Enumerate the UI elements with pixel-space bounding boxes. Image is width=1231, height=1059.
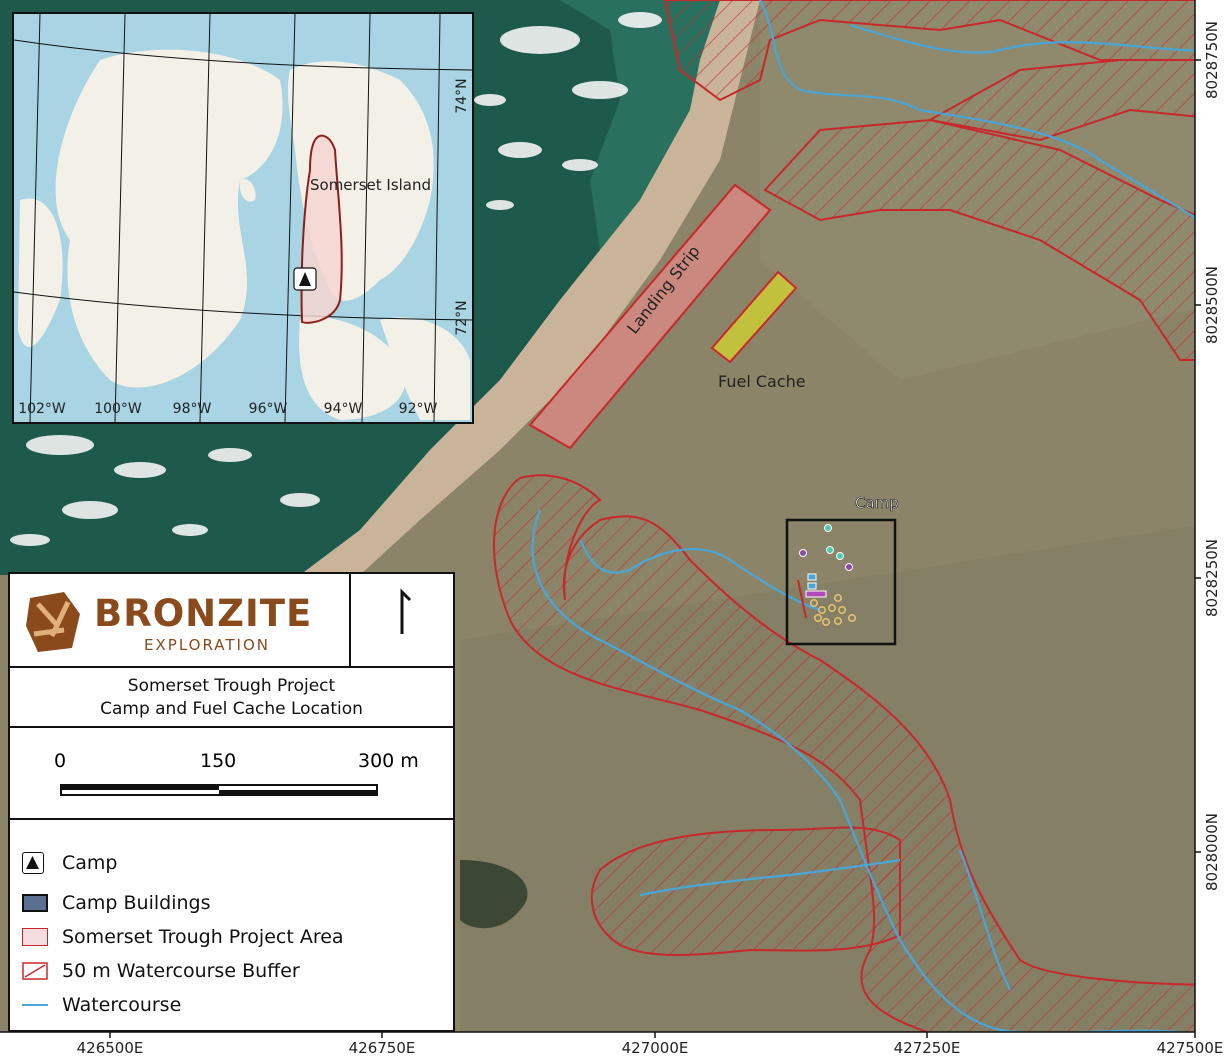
camp-extent-box bbox=[785, 518, 897, 646]
camp-building bbox=[807, 582, 817, 590]
scale-tick-label: 150 bbox=[200, 750, 237, 772]
camp-building bbox=[807, 573, 817, 581]
legend-label: Watercourse bbox=[62, 994, 182, 1016]
logo-divider bbox=[349, 574, 351, 668]
easting-label: 426500E bbox=[77, 1039, 144, 1057]
inset-lon-label: 94°W bbox=[324, 401, 363, 417]
bronzite-logo-icon bbox=[26, 592, 80, 652]
northing-label: 8028250N bbox=[1203, 539, 1221, 617]
inset-lat-label: 72°N bbox=[454, 300, 470, 335]
map-title-line2: Camp and Fuel Cache Location bbox=[100, 699, 363, 719]
legend-label: 50 m Watercourse Buffer bbox=[62, 960, 300, 982]
map-title-line1: Somerset Trough Project bbox=[127, 676, 336, 696]
landing-strip-area bbox=[528, 183, 772, 450]
easting-label: 427500E bbox=[1157, 1039, 1224, 1057]
buffer-swatch bbox=[22, 962, 48, 980]
inset-island-label: Somerset Island bbox=[310, 176, 431, 194]
camp-buildings-swatch bbox=[22, 894, 48, 912]
easting-label: 426750E bbox=[349, 1039, 416, 1057]
camp-building bbox=[824, 524, 832, 532]
camp-building bbox=[826, 546, 834, 554]
inset-lon-label: 100°W bbox=[94, 401, 142, 417]
northing-label: 8028500N bbox=[1203, 266, 1221, 344]
logo-wordmark: BRONZITE bbox=[94, 592, 313, 635]
inset-lon-label: 96°W bbox=[249, 401, 288, 417]
camp-area: Camp bbox=[785, 494, 899, 646]
watercourse-swatch bbox=[22, 996, 48, 1014]
legend-label: Somerset Trough Project Area bbox=[62, 926, 344, 948]
watercourse-buffer bbox=[493, 0, 1231, 1059]
camp-building bbox=[799, 549, 807, 557]
northing-label: 8028750N bbox=[1203, 21, 1221, 99]
logo-subtext: EXPLORATION bbox=[144, 636, 270, 654]
scale-tick-label: 0 bbox=[54, 750, 67, 772]
scale-bar-panel: 0 150 300 m bbox=[8, 726, 455, 820]
legend-label: Camp Buildings bbox=[62, 892, 211, 914]
camp-building bbox=[845, 563, 853, 571]
legend-panel: Camp Camp Buildings Somerset Trough Proj… bbox=[8, 818, 455, 1032]
legend-item-buffer: 50 m Watercourse Buffer bbox=[22, 960, 300, 982]
fuel-cache-label: Fuel Cache bbox=[718, 372, 806, 391]
legend-item-camp-buildings: Camp Buildings bbox=[22, 892, 211, 914]
legend-item-watercourse: Watercourse bbox=[22, 994, 181, 1016]
camp-building bbox=[836, 552, 844, 560]
scale-tick-label: 300 m bbox=[358, 750, 419, 772]
title-panel: Somerset Trough Project Camp and Fuel Ca… bbox=[8, 666, 455, 728]
inset-lon-label: 98°W bbox=[173, 401, 212, 417]
camp-building bbox=[805, 590, 827, 598]
northing-label: 8028000N bbox=[1203, 813, 1221, 891]
legend-item-camp: Camp bbox=[22, 852, 117, 874]
easting-label: 427000E bbox=[622, 1039, 689, 1057]
logo-panel: BRONZITE EXPLORATION bbox=[8, 572, 455, 668]
fuel-cache-area bbox=[710, 270, 798, 364]
project-area-swatch bbox=[22, 928, 48, 946]
camp-symbol-icon bbox=[22, 852, 44, 874]
legend-label: Camp bbox=[62, 852, 118, 874]
inset-lat-label: 74°N bbox=[454, 78, 470, 113]
easting-label: 427250E bbox=[894, 1039, 961, 1057]
inset-map: Somerset Island 74°N 72°N 102°W 100°W 98… bbox=[12, 12, 474, 424]
inset-lon-label: 92°W bbox=[399, 401, 438, 417]
inset-lon-label: 102°W bbox=[18, 401, 66, 417]
legend-item-project-area: Somerset Trough Project Area bbox=[22, 926, 344, 948]
scale-bar bbox=[60, 784, 378, 796]
north-arrow-icon bbox=[400, 588, 412, 634]
camp-label: Camp bbox=[855, 494, 899, 512]
